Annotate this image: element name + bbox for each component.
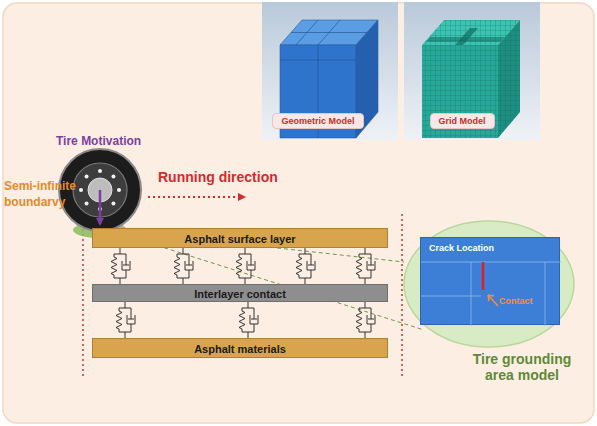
layer-band: Asphalt materials (92, 338, 388, 358)
load-arrow (99, 190, 102, 224)
model-label-box: Geometric Model (272, 113, 363, 129)
direction-arrow (148, 196, 244, 198)
spring-stroke (247, 261, 255, 278)
node-label: Asphalt surface layer (93, 229, 387, 249)
boundary-line (401, 214, 403, 378)
wheel-bolt (111, 201, 115, 205)
spring-stroke (185, 261, 193, 278)
ellipse-shape (404, 221, 574, 347)
node-label: Asphalt materials (93, 339, 387, 359)
wheel-bolt (117, 188, 121, 192)
layer-band: Interlayer contact (92, 284, 388, 302)
spring-dashpot (236, 248, 255, 284)
spring-dashpot (239, 302, 258, 338)
spring-stroke (127, 315, 135, 332)
spring-stroke (359, 248, 371, 284)
spring-stroke (296, 254, 302, 278)
tire-path-strip (426, 37, 505, 42)
spring-stroke (308, 254, 314, 265)
spring-stroke (123, 254, 129, 265)
wheel-bolt (79, 188, 83, 192)
spring-dashpot (116, 302, 135, 338)
tire-caption: Tire Motivation (56, 133, 141, 149)
spring-stroke (356, 254, 362, 278)
grid-model-image (404, 2, 540, 140)
spring-stroke (242, 302, 254, 338)
spring-stroke (122, 261, 130, 278)
spring-stroke (307, 261, 315, 278)
layer-band: Asphalt surface layer (92, 228, 388, 248)
background-panel (3, 3, 594, 423)
model-label-box: Grid Model (430, 113, 495, 129)
mesh-front-lines (422, 45, 498, 138)
partition-lines (280, 20, 367, 138)
image-ground (404, 2, 540, 140)
spring-stroke (177, 248, 189, 284)
spring-stroke (116, 308, 122, 332)
spring-stroke (174, 254, 180, 278)
spring-dashpot (356, 302, 375, 338)
spring-stroke (356, 308, 362, 332)
spring-stroke (359, 302, 371, 338)
label-text: Running direction (158, 168, 278, 187)
spring-stroke (367, 261, 375, 278)
node-label: Tire grounding area model (461, 351, 583, 383)
node-label: Interlayer contact (93, 285, 387, 303)
wheel-bolt (111, 175, 115, 179)
geometric-model-image (262, 2, 398, 140)
spring-stroke (250, 315, 258, 332)
wheel-bolt (85, 201, 89, 205)
leader-line (124, 235, 424, 330)
tire-path-strip (455, 28, 478, 45)
spring-stroke (236, 254, 242, 278)
wheel-bolt (85, 175, 89, 179)
contact-arrow (488, 295, 498, 306)
label-text: Semi-infinite boundarvy (4, 178, 80, 210)
spring-stroke (368, 308, 374, 319)
spring-stroke (251, 308, 257, 319)
grounding-area-ellipse: Tire grounding area modelCrack LocationC… (403, 220, 575, 348)
callout-label: Contact (499, 296, 533, 306)
spring-stroke (368, 254, 374, 265)
node-label: Geometric Model (281, 116, 354, 126)
partition-lines (421, 262, 561, 326)
spring-dashpot (111, 248, 130, 284)
spring-stroke (186, 254, 192, 265)
spring-stroke (367, 315, 375, 332)
boundary-caption: Semi-infinite boundarvy (4, 178, 80, 210)
spring-dashpot (356, 248, 375, 284)
spring-stroke (114, 248, 126, 284)
spring-stroke (119, 302, 131, 338)
spring-dashpot (174, 248, 193, 284)
wheel-bolt (98, 169, 102, 173)
spring-dashpot (296, 248, 315, 284)
boundary-line (82, 214, 84, 378)
image-ground (262, 2, 398, 140)
tire-symbol (59, 149, 141, 238)
crack-model-panel: Crack LocationContact (420, 237, 560, 325)
spring-stroke (239, 308, 245, 332)
spring-stroke (248, 254, 254, 265)
spring-stroke (111, 254, 117, 278)
node-label: Grid Model (439, 116, 486, 126)
direction-caption: Running direction (158, 168, 278, 187)
panel-title: Crack Location (429, 243, 494, 253)
label-text: Tire Motivation (56, 133, 141, 149)
mesh-front-face (422, 45, 498, 138)
spring-stroke (128, 308, 134, 319)
spring-stroke (299, 248, 311, 284)
crack-line (482, 262, 485, 290)
spring-stroke (239, 248, 251, 284)
